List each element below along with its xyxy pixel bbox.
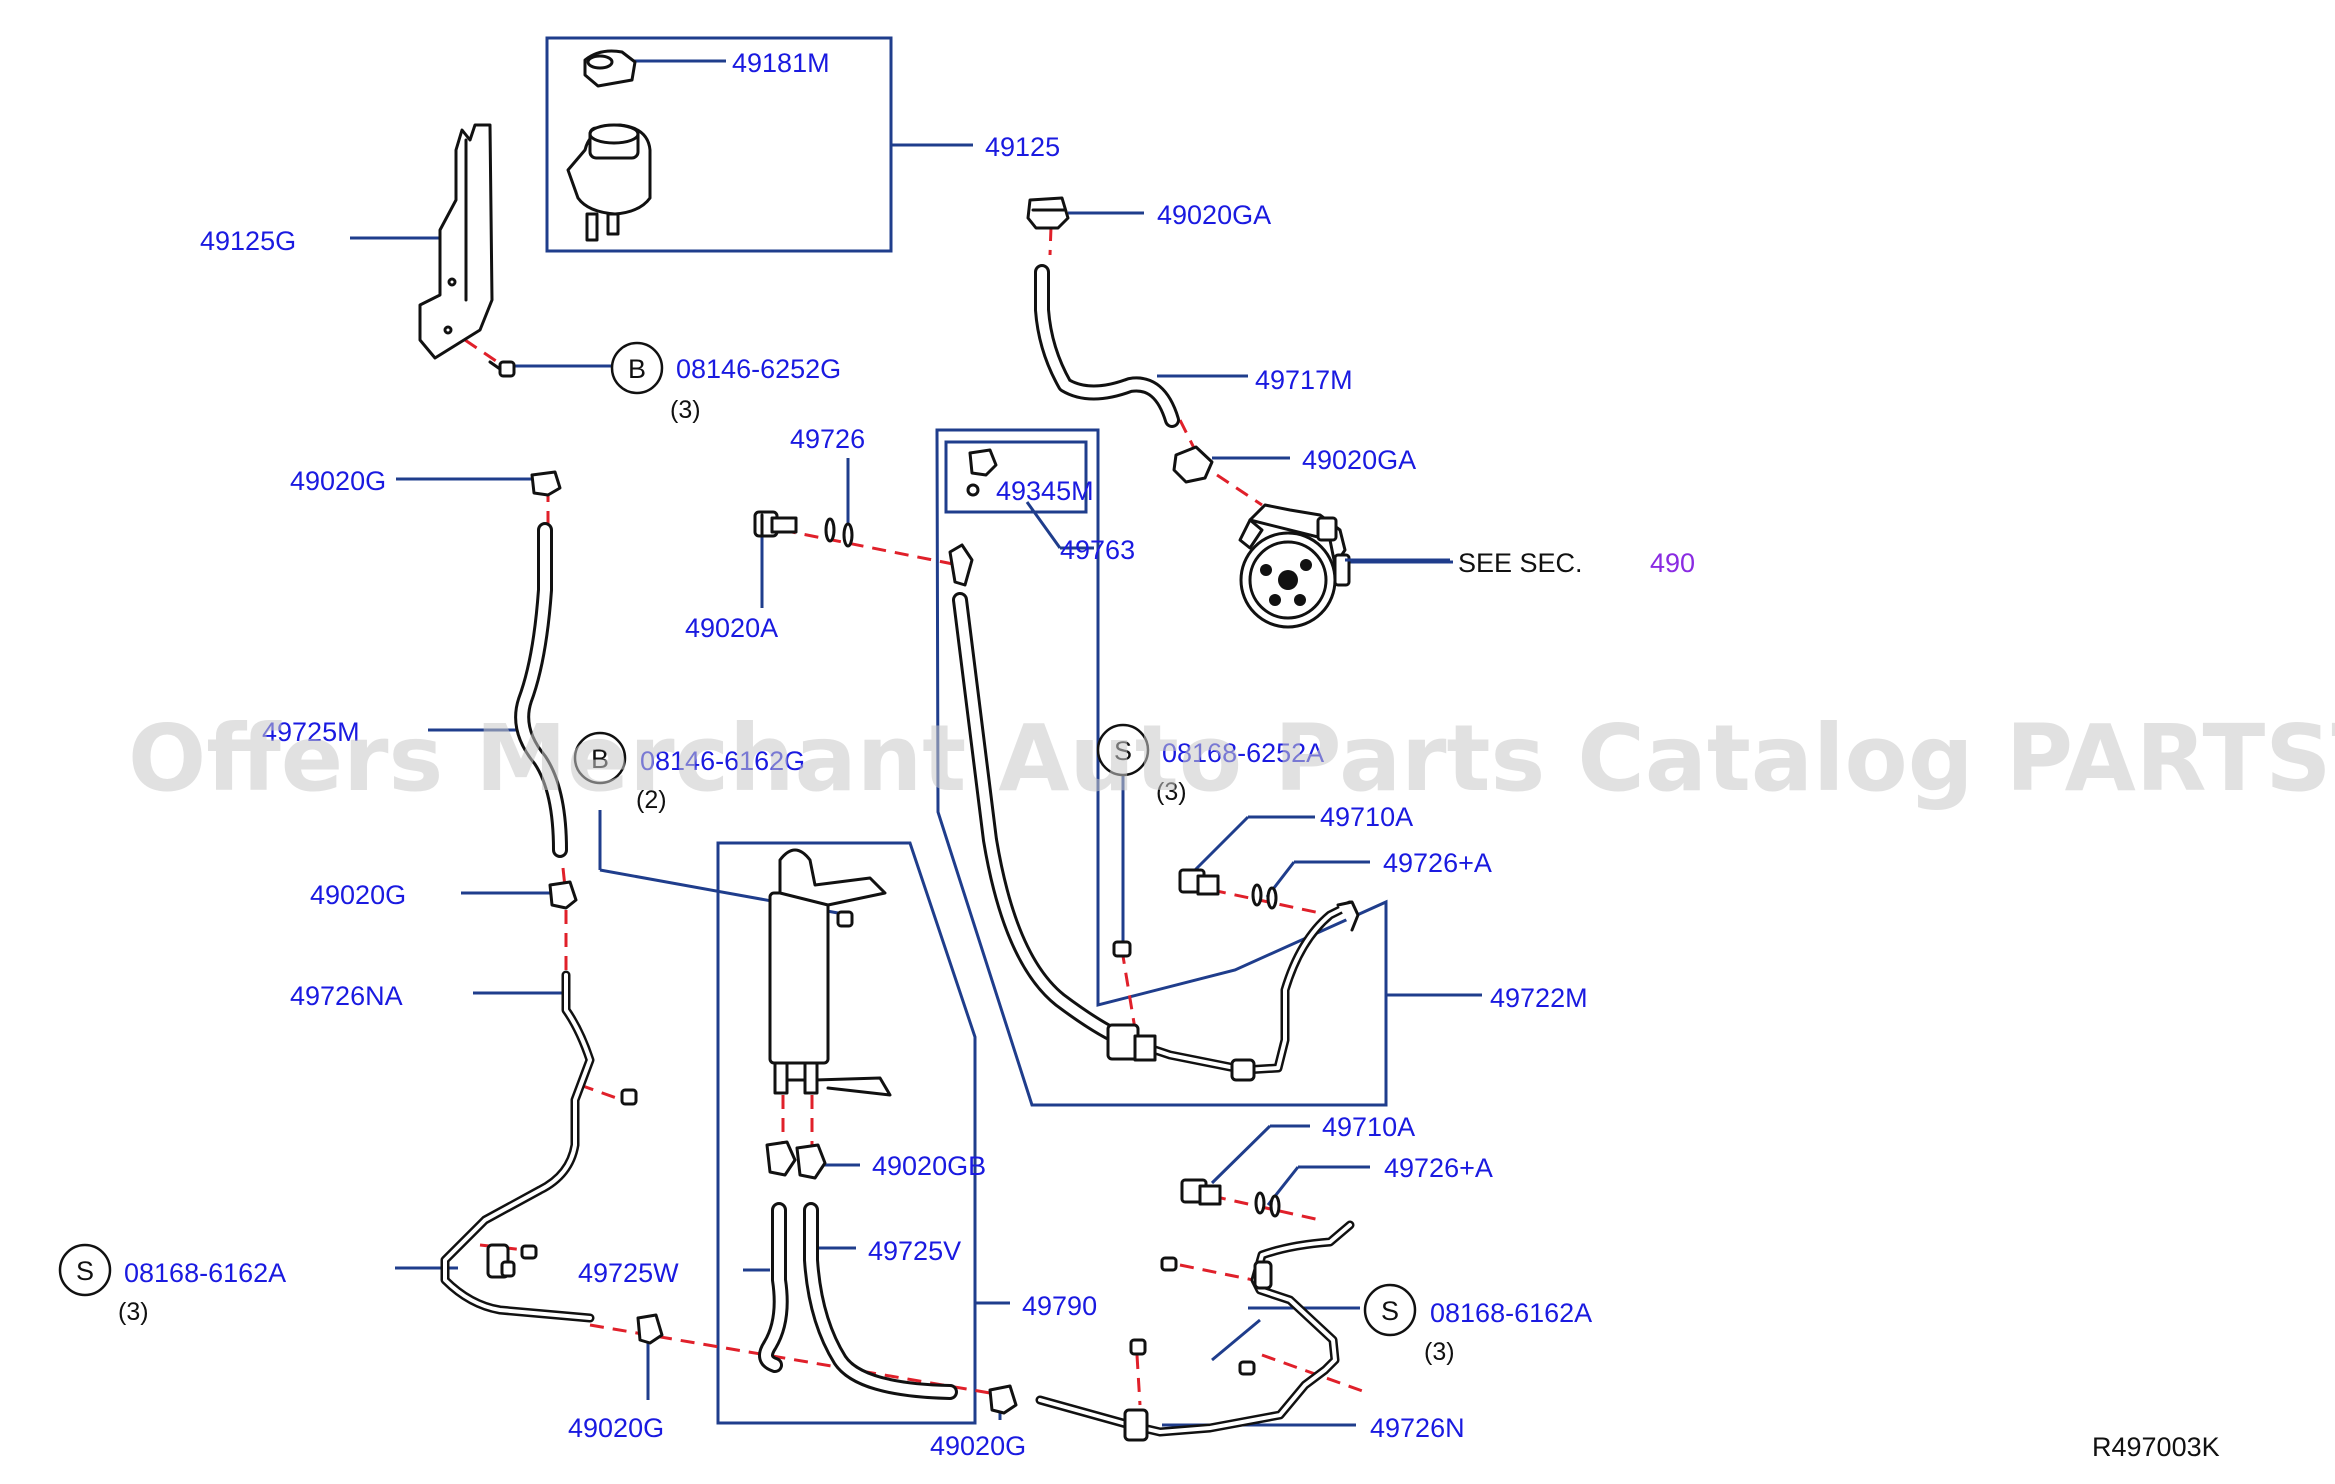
fastener-callout-4[interactable]: S 08168-6162A (3) xyxy=(58,1243,286,1326)
clamp-49020G-1-icon xyxy=(530,470,562,497)
part-label-49726[interactable]: 49726 xyxy=(790,424,865,454)
see-section-link[interactable]: 490 xyxy=(1650,548,1695,578)
part-label-49726N[interactable]: 49726N xyxy=(1370,1413,1465,1443)
fastener-code: 08146-6162G xyxy=(640,746,805,776)
part-label-49125G[interactable]: 49125G xyxy=(200,226,296,256)
clamp-49020G-4-icon xyxy=(988,1384,1018,1415)
fastener-code: 08168-6162A xyxy=(1430,1298,1592,1328)
part-label-49181M[interactable]: 49181M xyxy=(732,48,830,78)
see-section-prefix: SEE SEC. xyxy=(1458,548,1583,578)
power-steering-pump-icon xyxy=(1238,503,1351,629)
fastener-code: 08168-6162A xyxy=(124,1258,286,1288)
part-label-49020A[interactable]: 49020A xyxy=(685,613,778,643)
flare-nut-49710A-1-icon xyxy=(1178,868,1220,896)
pressure-hose-box xyxy=(935,428,1388,1107)
fastener-qty: (3) xyxy=(1156,778,1187,806)
part-label-49726A-1[interactable]: 49726+A xyxy=(1383,848,1492,878)
union-bolt-49020A-icon xyxy=(753,510,798,538)
part-label-49345M[interactable]: 49345M xyxy=(996,476,1094,506)
part-label-49020G-1[interactable]: 49020G xyxy=(290,466,386,496)
seal-nut-49345M-icon xyxy=(966,448,998,497)
washer-49726-icon xyxy=(824,517,854,548)
hose-49717M xyxy=(1034,264,1180,428)
fastener-symbol: B xyxy=(591,744,609,774)
fastener-callout-5[interactable]: S 08168-6162A (3) xyxy=(1363,1283,1592,1366)
clamp-49020GA-mid-icon xyxy=(1172,445,1214,484)
part-label-49790[interactable]: 49790 xyxy=(1022,1291,1097,1321)
part-label-49125[interactable]: 49125 xyxy=(985,132,1060,162)
fastener-symbol: S xyxy=(76,1256,94,1286)
fastener-symbol: S xyxy=(1114,736,1132,766)
fastener-qty: (3) xyxy=(118,1298,149,1326)
part-label-49710A-2[interactable]: 49710A xyxy=(1322,1112,1415,1142)
part-label-49725W[interactable]: 49725W xyxy=(578,1258,679,1288)
part-label-49020GA-top[interactable]: 49020GA xyxy=(1157,200,1271,230)
oil-cooler-49790-icon xyxy=(768,848,892,1097)
washer-49726A-2-icon xyxy=(1254,1191,1281,1218)
flare-nut-49710A-2-icon xyxy=(1180,1178,1222,1206)
cooler-box xyxy=(716,841,977,1425)
reservoir-bracket-icon xyxy=(418,123,494,360)
part-label-49725V[interactable]: 49725V xyxy=(868,1236,961,1266)
bolt-icon xyxy=(488,360,516,378)
pipe-49726NA xyxy=(440,970,595,1323)
drawing-code: R497003K xyxy=(2092,1432,2220,1462)
fastener-callout-3[interactable]: S 08168-6252A (3) xyxy=(1096,723,1324,806)
fastener-symbol: S xyxy=(1381,1296,1399,1326)
part-label-49763[interactable]: 49763 xyxy=(1060,535,1135,565)
bolts-lower-icon xyxy=(500,1244,1256,1376)
watermark-text: Offers Merchant Auto Parts Catalog PARTS… xyxy=(128,705,2335,812)
pipe-49726N xyxy=(1035,1220,1355,1437)
clamp-49020GA-top-icon xyxy=(1026,196,1070,230)
hoses xyxy=(514,264,1180,1400)
part-label-49725M[interactable]: 49725M xyxy=(262,717,360,747)
part-label-49717M[interactable]: 49717M xyxy=(1255,365,1353,395)
fastener-qty: (3) xyxy=(670,396,701,424)
reservoir-tank-icon xyxy=(566,123,652,242)
fastener-callout-1[interactable]: B 08146-6252G (3) xyxy=(518,341,841,424)
part-label-49710A-1[interactable]: 49710A xyxy=(1320,802,1413,832)
pipes xyxy=(440,900,1355,1437)
part-label-49020GB[interactable]: 49020GB xyxy=(872,1151,986,1181)
pipe-end-49722M-icon xyxy=(1336,900,1360,932)
part-label-49726A-2[interactable]: 49726+A xyxy=(1384,1153,1493,1183)
part-labels: 49181M 49125 49125G 49020GA 49717M 49020… xyxy=(200,48,1588,1461)
fastener-qty: (3) xyxy=(1424,1338,1455,1366)
fastener-code: 08168-6252A xyxy=(1162,738,1324,768)
seal-kit-box xyxy=(944,440,1088,514)
clamp-49020G-3-icon xyxy=(636,1313,664,1345)
part-label-49722M[interactable]: 49722M xyxy=(1490,983,1588,1013)
bolt-49722M-icon xyxy=(1112,940,1132,958)
reservoir-cap-icon xyxy=(583,49,637,88)
part-label-49020G-3[interactable]: 49020G xyxy=(568,1413,664,1443)
fastener-symbol: B xyxy=(628,354,646,384)
fastener-callout-2[interactable]: B 08146-6162G (2) xyxy=(573,731,805,814)
bolt-near-49726NA-icon xyxy=(620,1088,638,1106)
clamps-49020GB-icon xyxy=(765,1140,827,1180)
part-label-49020G-4[interactable]: 49020G xyxy=(930,1431,1026,1461)
part-label-49020GA-mid[interactable]: 49020GA xyxy=(1302,445,1416,475)
fitting-block-icon xyxy=(1106,1023,1256,1082)
fastener-code: 08146-6252G xyxy=(676,354,841,384)
clamp-49020G-2-icon xyxy=(548,880,578,910)
fastener-qty: (2) xyxy=(636,786,667,814)
part-label-49020G-2[interactable]: 49020G xyxy=(310,880,406,910)
hose-fitting-top-icon xyxy=(948,543,974,587)
part-label-49726NA[interactable]: 49726NA xyxy=(290,981,403,1011)
washer-49726A-1-icon xyxy=(1251,883,1278,910)
